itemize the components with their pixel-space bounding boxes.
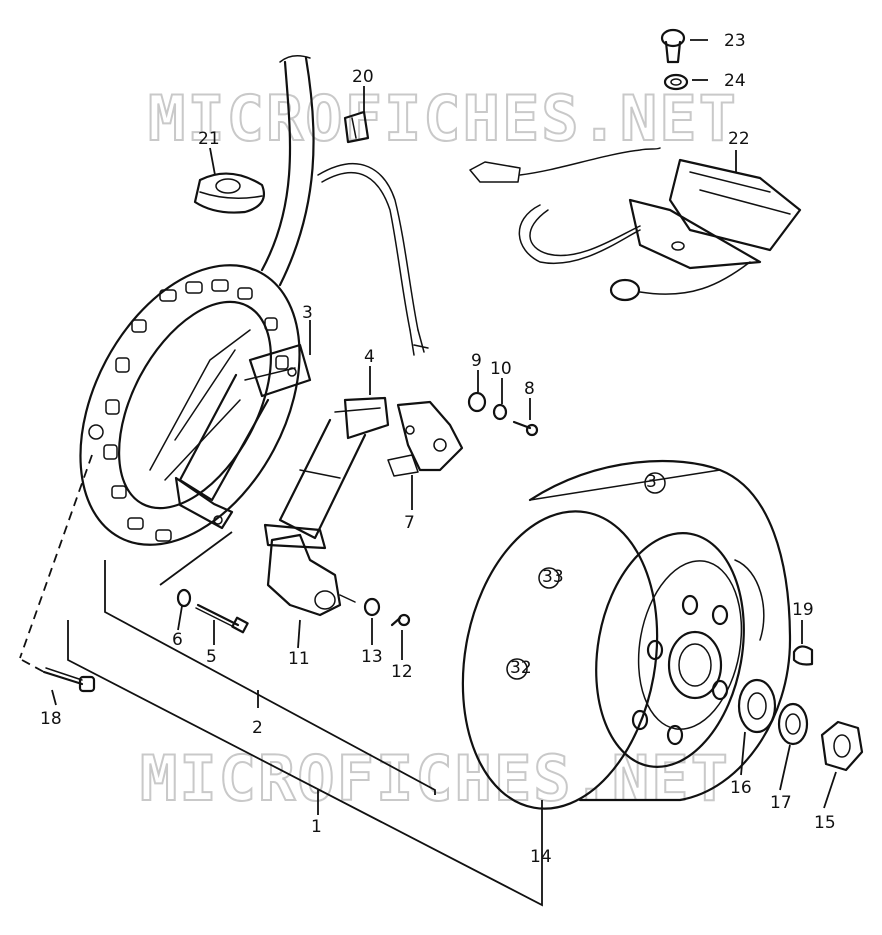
ignition-coil-3 (174, 343, 312, 530)
label-part-22: 22 (728, 129, 750, 149)
label-part-5: 5 (206, 647, 217, 667)
washer-6 (176, 588, 192, 608)
nut-15 (820, 720, 864, 772)
leader-lines (19, 39, 837, 907)
label-part-14: 14 (530, 847, 552, 867)
label-part-23: 23 (724, 31, 746, 51)
contact-breaker-7 (387, 400, 464, 477)
label-part-2: 2 (252, 718, 263, 738)
key-19 (792, 645, 814, 666)
washer-24 (663, 73, 689, 91)
nut-10 (492, 403, 508, 421)
screw-12 (390, 613, 411, 627)
part-number-labels: 1 2 3 4 5 6 7 8 9 10 11 12 13 14 15 16 1… (40, 31, 836, 867)
label-part-4: 4 (364, 347, 375, 367)
label-part-11: 11 (288, 649, 310, 669)
label-part-12: 12 (391, 662, 413, 682)
label-part-8: 8 (524, 379, 535, 399)
flywheel-mark-top: 3 (646, 472, 657, 492)
lighting-coil-4 (263, 396, 390, 550)
watermark-top: MICROFICHES.NET (148, 82, 738, 155)
label-part-20: 20 (352, 67, 374, 87)
label-part-21: 21 (198, 129, 220, 149)
label-part-1: 1 (311, 817, 322, 837)
washer-9 (467, 391, 487, 413)
screw-8 (512, 420, 539, 437)
washer-13 (363, 597, 381, 617)
label-part-17: 17 (770, 793, 792, 813)
flywheel-rotor-14: 3 33 32 (461, 460, 792, 810)
regulator-22 (469, 147, 802, 302)
wire-harness (260, 55, 429, 356)
stator-base-plate (79, 264, 301, 546)
washer-16 (737, 678, 777, 734)
lock-washer-17 (777, 702, 809, 746)
label-part-15: 15 (814, 813, 836, 833)
label-part-9: 9 (471, 351, 482, 371)
flywheel-mark-side: 33 (542, 567, 564, 587)
screw-5 (195, 603, 249, 634)
label-part-3: 3 (302, 303, 313, 323)
label-part-13: 13 (361, 647, 383, 667)
condenser-11 (266, 533, 356, 617)
label-part-24: 24 (724, 71, 746, 91)
label-part-18: 18 (40, 709, 62, 729)
flywheel-mark-lower: 32 (510, 658, 532, 678)
bolt-18 (42, 667, 96, 693)
label-part-16: 16 (730, 778, 752, 798)
grommet-21 (193, 172, 266, 214)
label-part-7: 7 (404, 513, 415, 533)
watermark-bottom: MICROFICHES.NET (140, 742, 730, 815)
clamp-20 (343, 110, 370, 144)
label-part-6: 6 (172, 630, 183, 650)
label-part-19: 19 (792, 600, 814, 620)
bolt-23 (660, 28, 686, 64)
label-part-10: 10 (490, 359, 512, 379)
